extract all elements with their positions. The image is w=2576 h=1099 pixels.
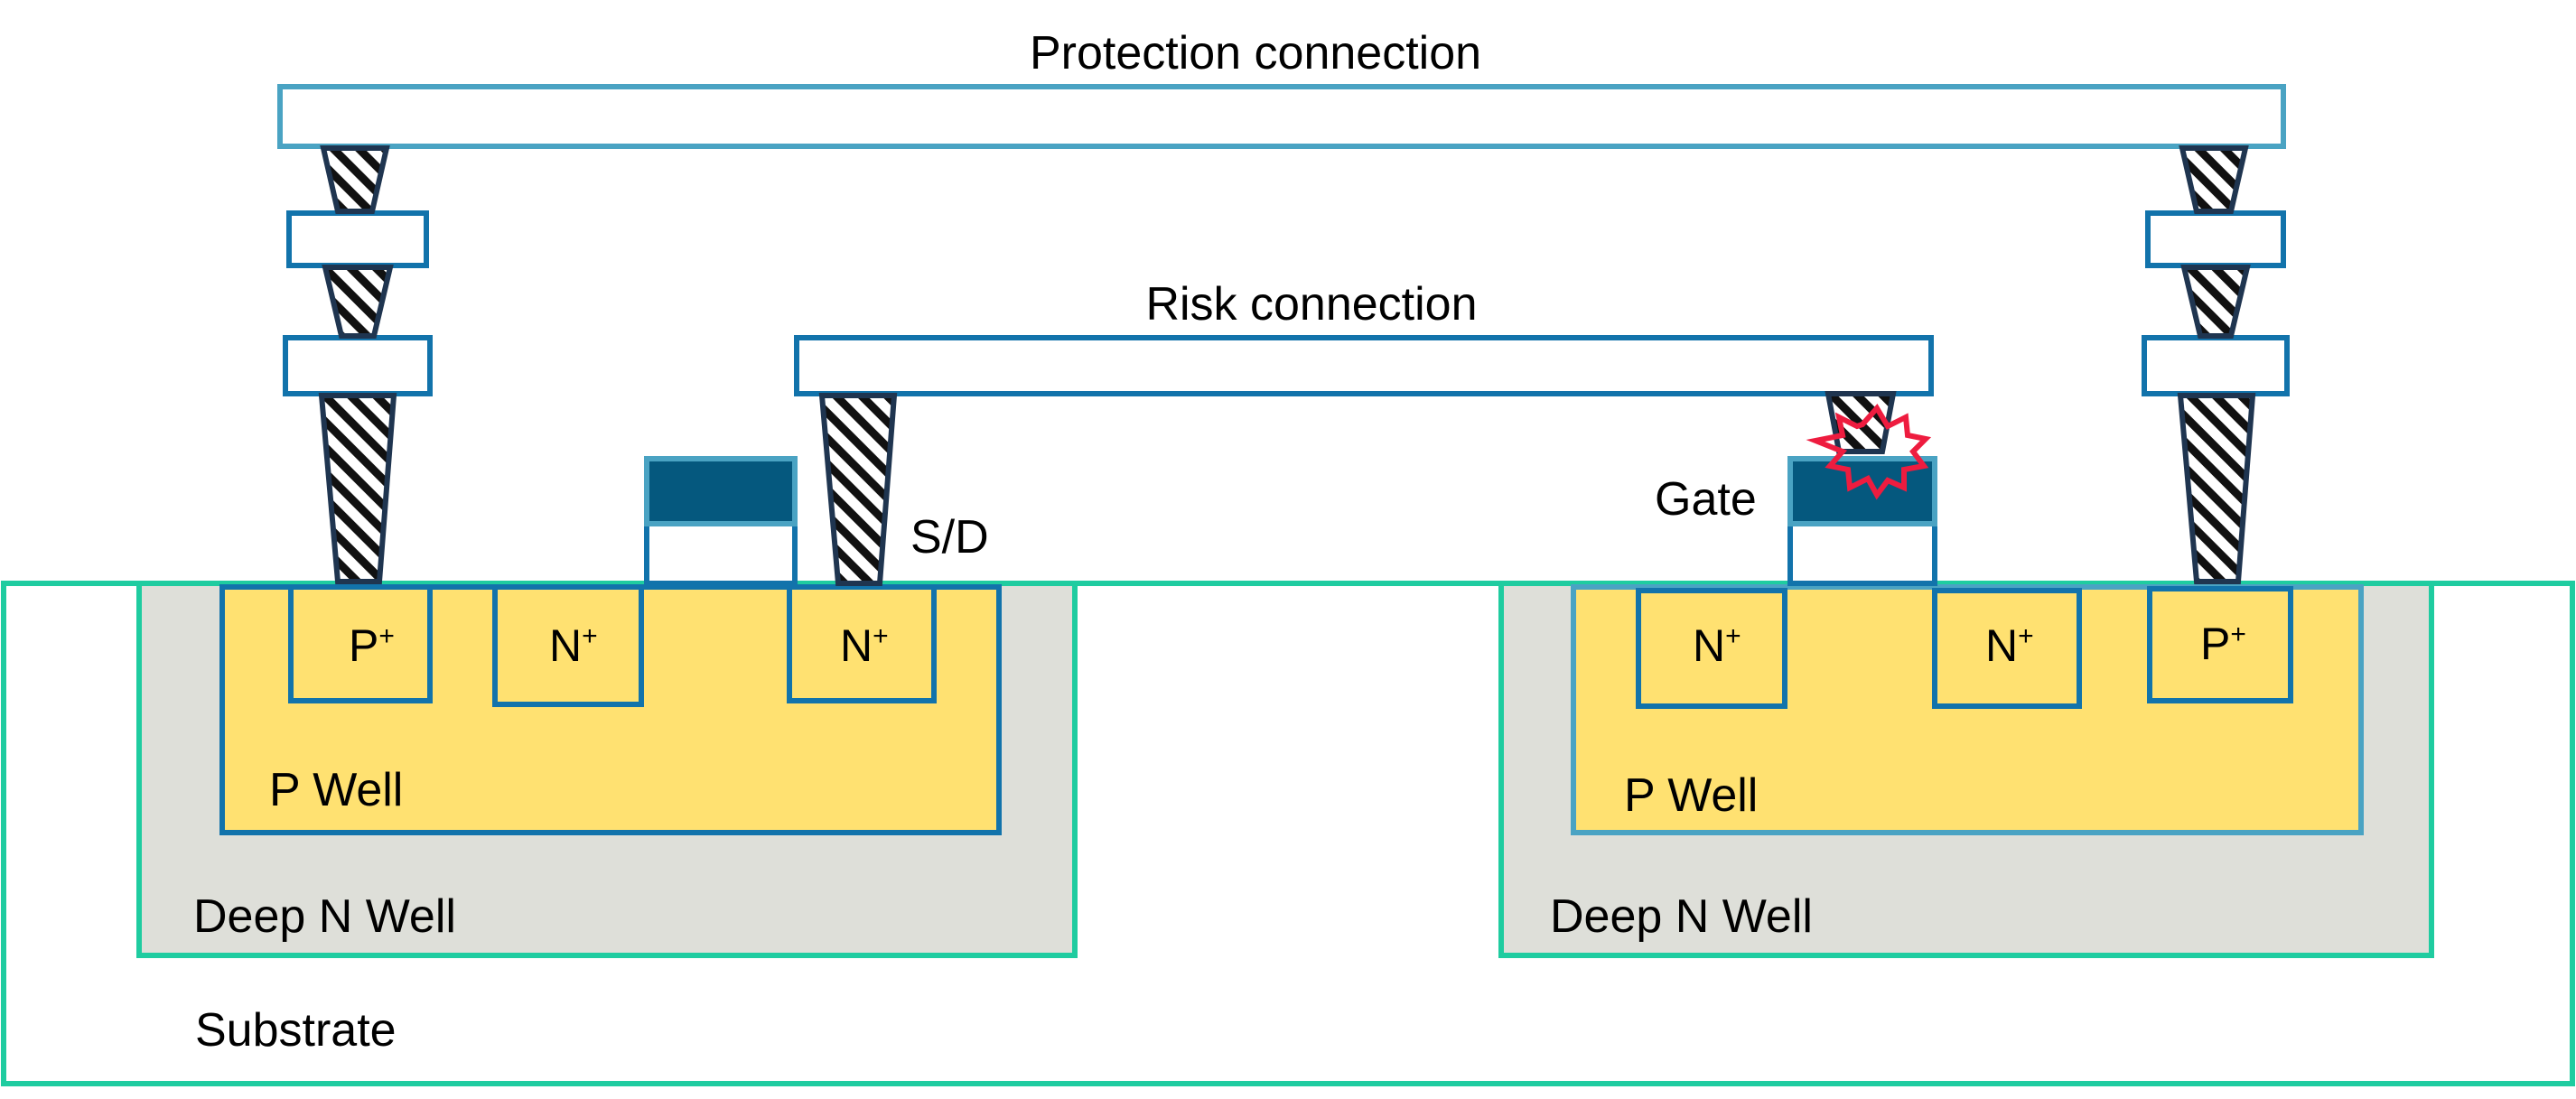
via-right-contact	[2177, 393, 2256, 584]
p-well-label-left: P Well	[269, 764, 403, 816]
via-left-middle	[322, 265, 394, 339]
protection-connection-label: Protection connection	[1030, 27, 1481, 79]
gate-poly-left	[644, 456, 798, 526]
n-plus-region-right-2	[1932, 588, 2082, 709]
via-sd-contact	[818, 393, 898, 586]
metal-pad-left-upper	[286, 210, 429, 268]
n-plus-region-left-2	[787, 584, 937, 703]
p-well-label-right: P Well	[1624, 769, 1758, 822]
protection-connection-metal	[277, 84, 2286, 149]
n-plus-label-left-2: N+	[840, 620, 889, 671]
p-plus-label-right: P+	[2200, 619, 2246, 669]
n-plus-region-left-1	[492, 584, 644, 707]
n-plus-label-right-1: N+	[1693, 620, 1741, 671]
damage-spark-icon	[1806, 403, 1932, 500]
via-right-middle	[2180, 265, 2251, 339]
gate-label: Gate	[1655, 473, 1757, 526]
metal-pad-right-upper	[2145, 210, 2286, 268]
p-plus-label-left: P+	[349, 620, 395, 671]
n-plus-region-right-1	[1636, 588, 1787, 709]
risk-connection-label: Risk connection	[1145, 278, 1477, 331]
via-right-top	[2179, 145, 2249, 214]
p-plus-region-right	[2147, 586, 2293, 703]
sd-label: S/D	[910, 511, 989, 563]
gate-oxide-left	[644, 521, 798, 586]
via-left-contact	[318, 393, 397, 584]
gate-oxide-right	[1787, 521, 1937, 586]
n-plus-label-right-2: N+	[1985, 620, 2034, 671]
deep-n-well-label-right: Deep N Well	[1550, 890, 1813, 943]
deep-n-well-label-left: Deep N Well	[193, 890, 456, 943]
substrate-label: Substrate	[195, 1004, 397, 1057]
n-plus-label-left-1: N+	[549, 620, 598, 671]
p-plus-region-left	[288, 584, 433, 703]
via-left-top	[320, 145, 390, 214]
risk-connection-metal	[794, 335, 1934, 396]
metal-pad-left-lower	[283, 335, 433, 396]
metal-pad-right-lower	[2142, 335, 2290, 396]
